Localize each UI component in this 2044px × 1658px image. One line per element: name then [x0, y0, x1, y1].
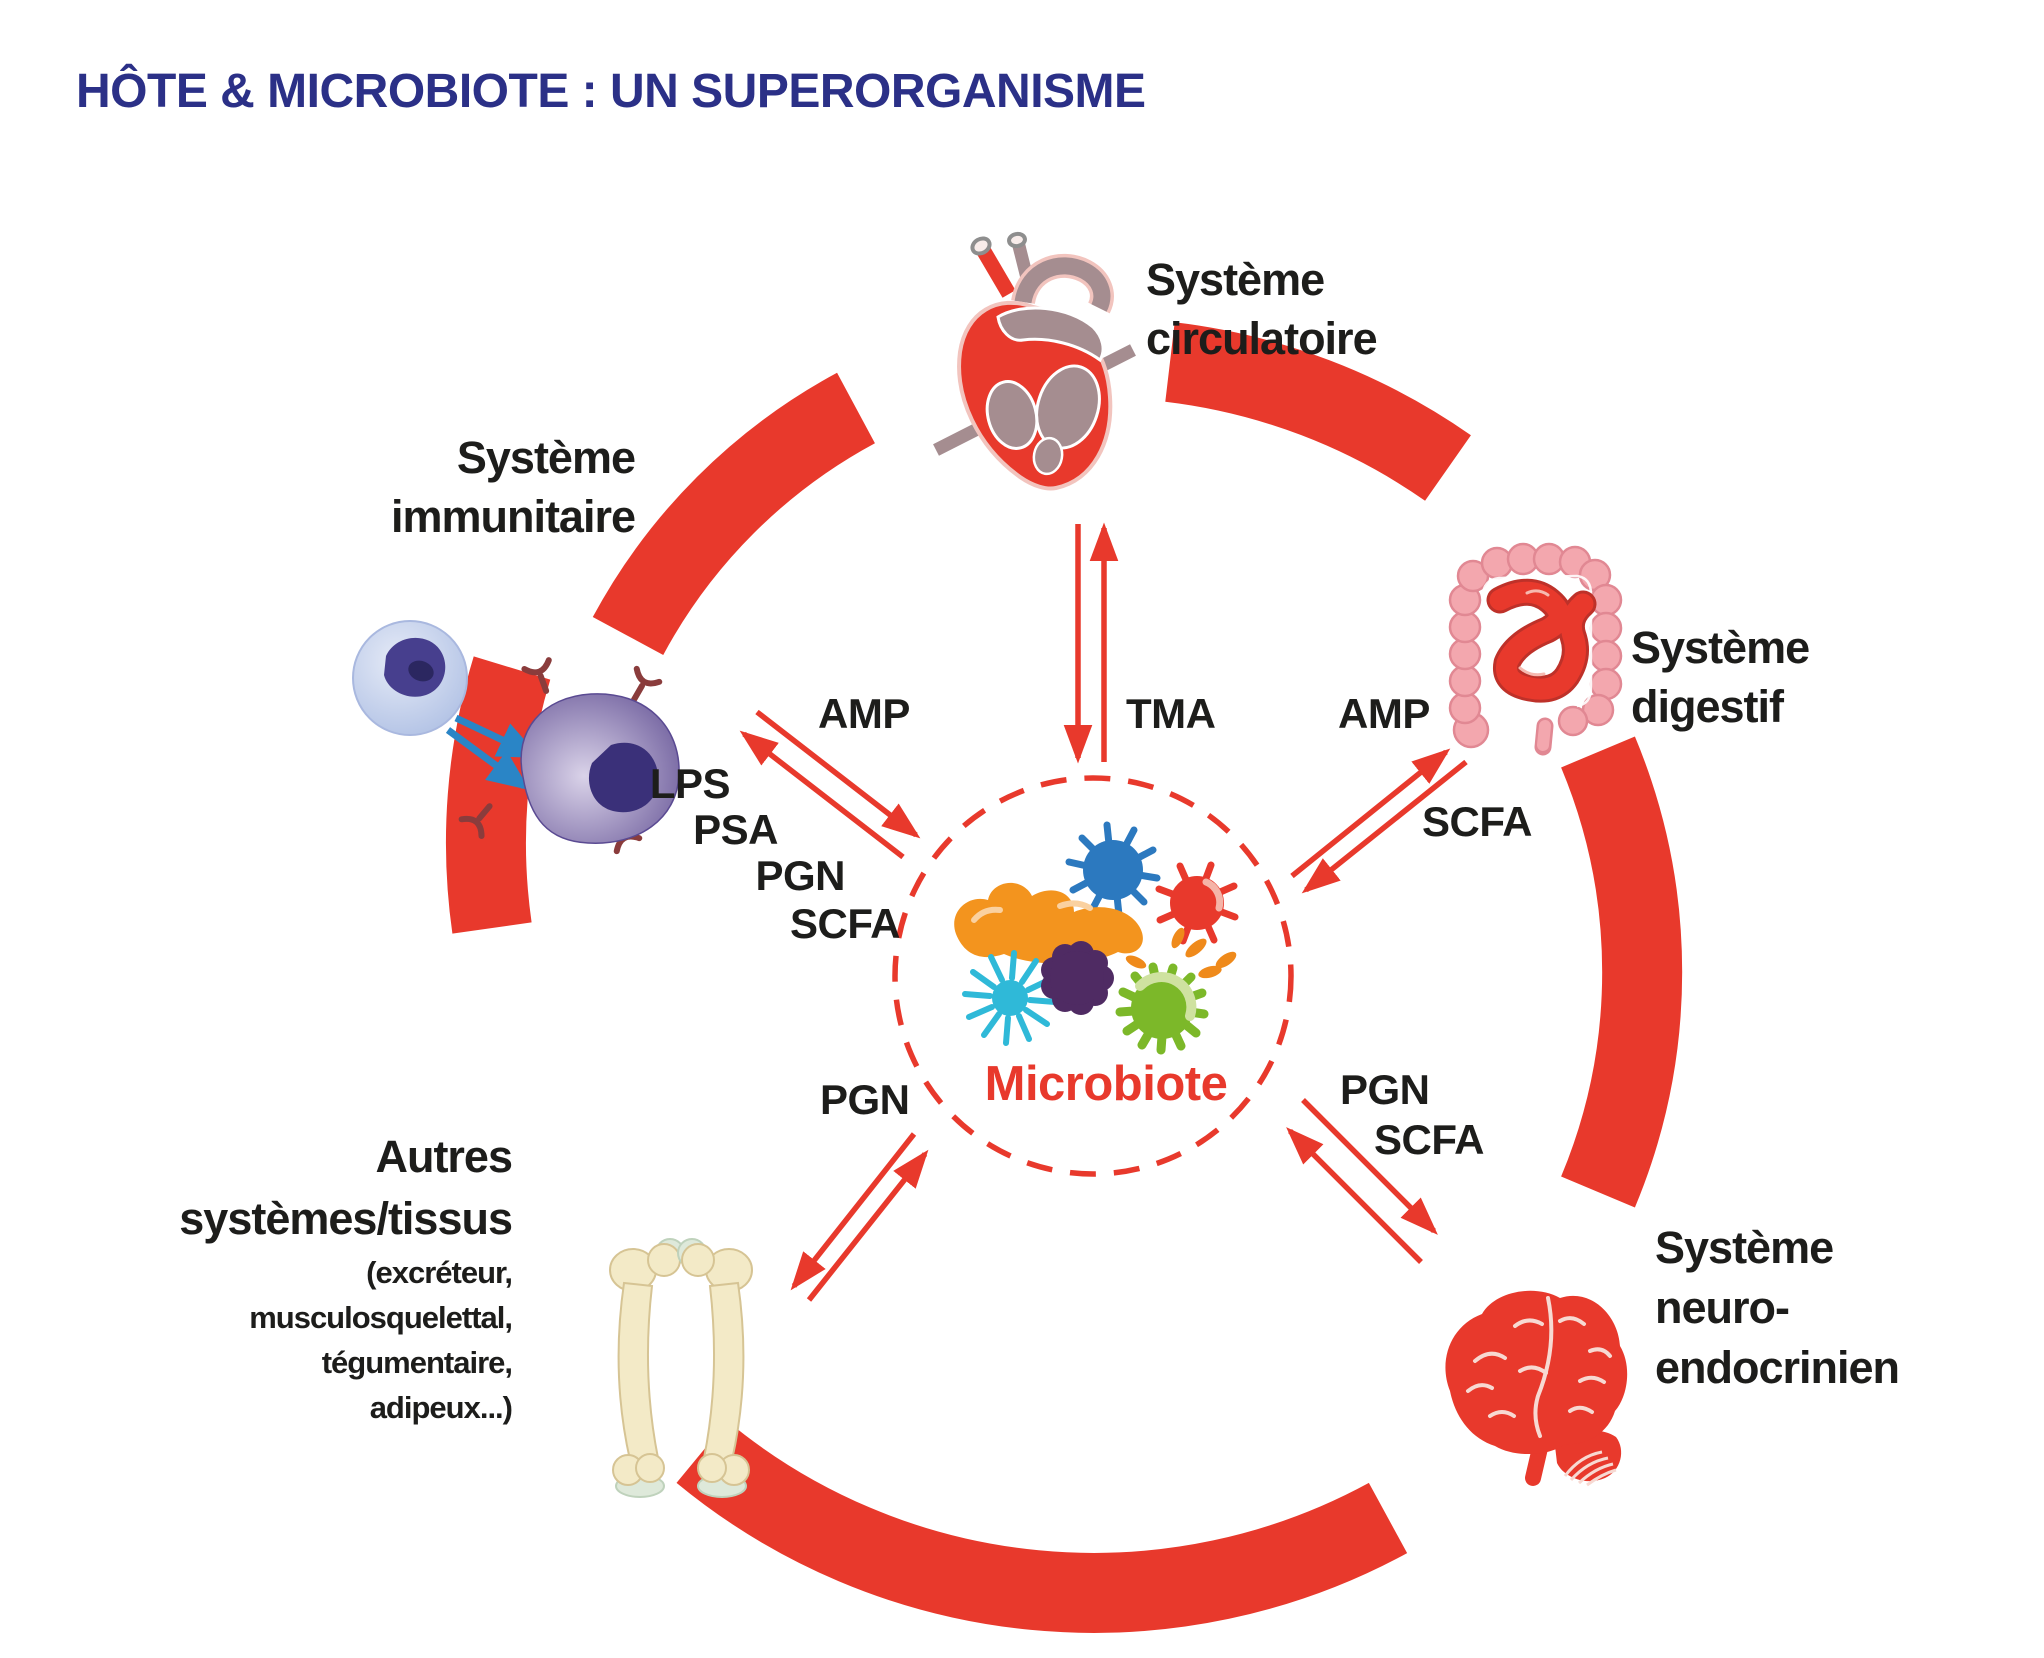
circulatory-label-line2: circulatoire: [1146, 313, 1378, 364]
psa-label: PSA: [693, 806, 778, 853]
red-microbe-icon: [1155, 861, 1239, 945]
other-label-line1: Autres: [375, 1131, 513, 1182]
other-label-line6: adipeux...): [369, 1390, 513, 1425]
amp-immune-label: AMP: [818, 690, 910, 737]
lymphocyte-cell: [352, 620, 468, 736]
ring-arc-top-right: [1164, 322, 1471, 501]
arrow-immune-to-center: [755, 709, 921, 839]
microbes-cluster-icon: [954, 821, 1239, 1055]
immune-label: Système immunitaire: [280, 428, 636, 546]
intestine-icon: [1448, 542, 1623, 756]
right-femur: [677, 1238, 753, 1498]
digestive-label-line2: digestif: [1631, 681, 1784, 732]
page-title: HÔTE & MICROBIOTE : UN SUPERORGANISME: [76, 65, 1146, 118]
green-microbe-icon: [1115, 962, 1209, 1055]
arrow-digestive-to-center: [1301, 759, 1468, 894]
arrow-center-to-immune: [739, 730, 905, 860]
microbiote-dashed-circle: [892, 775, 1294, 1177]
orange-petals-icon: [1125, 927, 1237, 979]
scfa-digestive-label: SCFA: [1422, 798, 1533, 845]
other-label-line2: systèmes/tissus: [179, 1193, 513, 1244]
tma-label: TMA: [1126, 690, 1216, 737]
exchange-arrows: [739, 522, 1468, 1302]
other-label-line3: (excréteur,: [366, 1255, 513, 1290]
neuro-label: Système neuro- endocrinien: [1655, 1218, 1900, 1398]
digestive-label-line1: Système: [1631, 622, 1810, 673]
neuro-label-line3: endocrinien: [1655, 1342, 1900, 1393]
immune-cells-icon: [352, 620, 680, 882]
purple-microbe-icon: [1041, 941, 1114, 1015]
circulatory-label: Système circulatoire: [1146, 250, 1378, 368]
immune-label-line2: immunitaire: [390, 491, 636, 542]
digestive-label: Système digestif: [1631, 618, 1810, 736]
ring-arc-left: [445, 656, 551, 934]
arrow-center-to-neuro: [1301, 1098, 1438, 1235]
ring-arc-top-left: [592, 372, 876, 656]
other-label-line4: musculosquelettal,: [249, 1300, 513, 1335]
arrow-center-to-digestive: [1290, 748, 1451, 879]
pgn-other-label: PGN: [820, 1076, 910, 1123]
pgn-neuro-label: PGN: [1340, 1066, 1430, 1113]
colon-outline: [1448, 542, 1623, 749]
arrow-center-to-other: [790, 1132, 917, 1291]
circulatory-label-line1: Système: [1146, 254, 1325, 305]
brain-icon: [1445, 1290, 1628, 1487]
microbiote-label: Microbiote: [984, 1057, 1228, 1111]
other-label-line5: tégumentaire,: [321, 1345, 513, 1380]
scfa-neuro-label: SCFA: [1374, 1116, 1485, 1163]
cyan-microbe-icon: [962, 950, 1058, 1046]
neuro-label-line1: Système: [1655, 1222, 1834, 1273]
arrow-neuro-to-center: [1286, 1127, 1423, 1264]
scfa-immune-label: SCFA: [789, 900, 901, 947]
ring-arc-right: [1561, 736, 1683, 1208]
amp-digestive-label: AMP: [1338, 690, 1430, 737]
blue-microbe-icon: [1065, 821, 1161, 919]
neuro-label-line2: neuro-: [1655, 1282, 1790, 1333]
lps-label: LPS: [649, 760, 731, 807]
heart-icon: [933, 231, 1136, 491]
macrophage-cell: [462, 660, 680, 851]
orange-bacterium-icon: [954, 882, 1143, 964]
other-systems-label: Autres systèmes/tissus (excréteur, muscu…: [100, 1126, 513, 1430]
arrow-other-to-center: [806, 1149, 929, 1302]
bones-icon: [609, 1238, 753, 1498]
left-femur: [609, 1238, 685, 1498]
small-intestine-coils: [1486, 578, 1597, 703]
rectum-stub: [1534, 717, 1554, 756]
immune-label-line1: Système: [456, 432, 636, 483]
brain-sulci: [1466, 1296, 1612, 1438]
red-ring-segments: [445, 322, 1683, 1633]
pgn-immune-label: PGN: [755, 852, 845, 899]
ring-arc-bottom: [676, 1421, 1408, 1633]
